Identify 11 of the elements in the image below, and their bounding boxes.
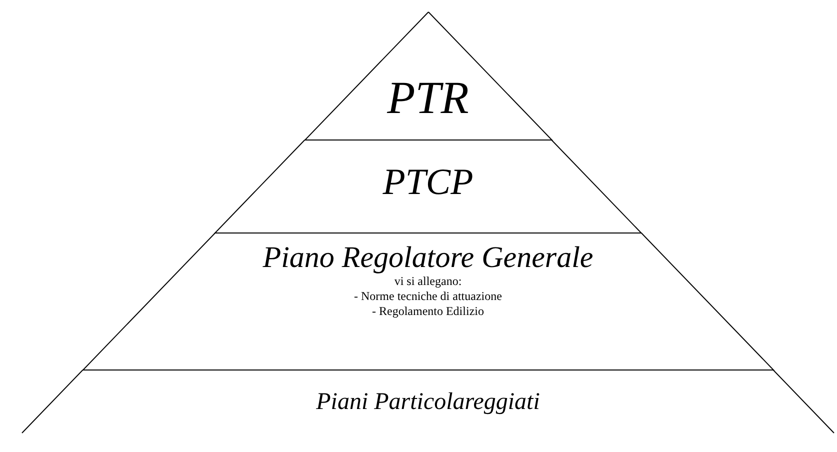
tier-title: Piano Regolatore Generale — [262, 242, 594, 274]
tier-title: PTR — [387, 74, 469, 122]
pyramid-tier — [214, 140, 642, 233]
tier-title: Piani Particolareggiati — [316, 390, 540, 416]
tier-note: - Regolamento Edilizio — [372, 304, 484, 318]
tier-note: - Norme tecniche di attuazione — [354, 288, 502, 304]
pyramid-tier — [22, 370, 834, 433]
tier-note: vi si allegano: — [394, 274, 462, 288]
tier-title: PTCP — [382, 164, 474, 203]
pyramid-tier — [82, 233, 774, 370]
pyramid-tier — [304, 12, 552, 140]
